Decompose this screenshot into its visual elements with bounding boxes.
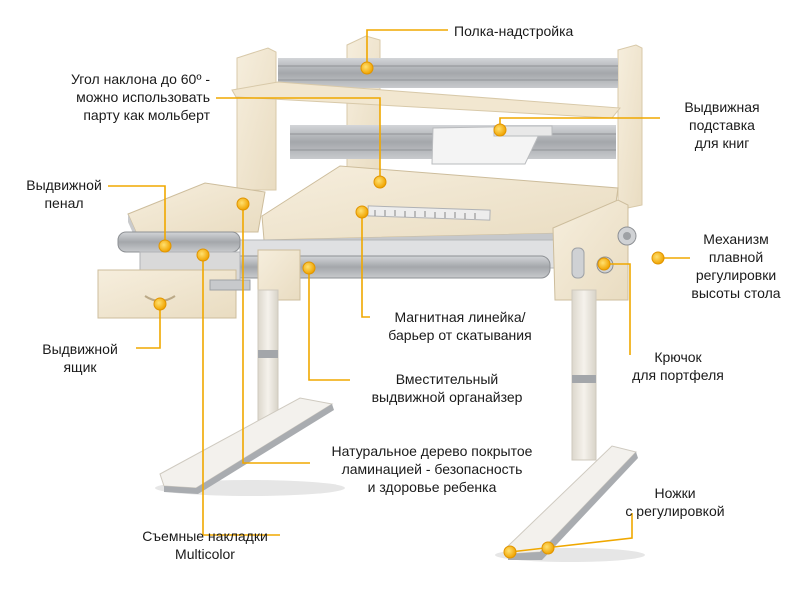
label-tilt: Угол наклона до 60º - можно использовать…	[70, 71, 210, 123]
marker-drawer	[153, 297, 167, 311]
hutch	[231, 35, 643, 211]
label-drawer: Выдвижной ящик	[42, 341, 118, 375]
marker-organizer	[302, 261, 316, 275]
leader-organizer	[308, 268, 350, 381]
drawer-rail	[209, 279, 251, 291]
marker-foot-right	[541, 541, 555, 555]
leader-overlays	[202, 255, 280, 536]
label-hook: Крючок для портфеля	[632, 349, 724, 383]
leader-drawer	[136, 304, 161, 349]
label-pencil-case: Выдвижной пенал	[26, 177, 102, 211]
label-feet: Ножки с регулировкой	[625, 485, 725, 519]
left-foot	[159, 397, 334, 489]
marker-wood-top	[236, 197, 250, 211]
leader-ruler	[361, 212, 370, 318]
desk-illustration	[97, 35, 645, 562]
leader-tilt	[216, 97, 381, 182]
pencil-case-handle	[117, 231, 241, 253]
right-leg	[505, 289, 638, 560]
hutch-back-panel-top	[278, 58, 618, 88]
drawer-front	[97, 269, 237, 319]
marker-shelf	[360, 61, 374, 75]
hutch-left-side	[236, 47, 277, 191]
label-wood: Натуральное дерево покрытое ламинацией -…	[331, 443, 533, 495]
leader-hook	[604, 263, 631, 355]
label-book-stand: Выдвижная подставка для книг	[684, 99, 760, 151]
hutch-right-side	[617, 44, 643, 211]
label-overlays: Съемные накладки Multicolor	[142, 528, 268, 562]
marker-book-stand	[493, 123, 507, 137]
leader-shelf	[366, 29, 448, 67]
leader-pencil-case	[108, 185, 166, 245]
label-height-mechanism: Механизм плавной регулировки высоты стол…	[691, 231, 781, 301]
marker-overlays	[196, 248, 210, 262]
leader-wood	[242, 204, 310, 464]
marker-foot-left	[503, 545, 517, 559]
marker-hook	[597, 257, 611, 271]
label-organizer: Вместительный выдвижной органайзер	[371, 371, 523, 405]
marker-height-mechanism	[651, 251, 665, 265]
label-ruler: Магнитная линейка/ барьер от скатывания	[388, 309, 532, 343]
markers	[153, 61, 665, 559]
hutch-shelf	[231, 81, 621, 119]
marker-pencil-case	[158, 239, 172, 253]
drawer	[97, 251, 251, 319]
desktop-left-panel	[127, 182, 266, 233]
marker-tilt	[373, 175, 387, 189]
marker-ruler	[355, 205, 369, 219]
right-side-panel	[552, 199, 629, 301]
label-shelf: Полка-надстройка	[454, 23, 574, 39]
